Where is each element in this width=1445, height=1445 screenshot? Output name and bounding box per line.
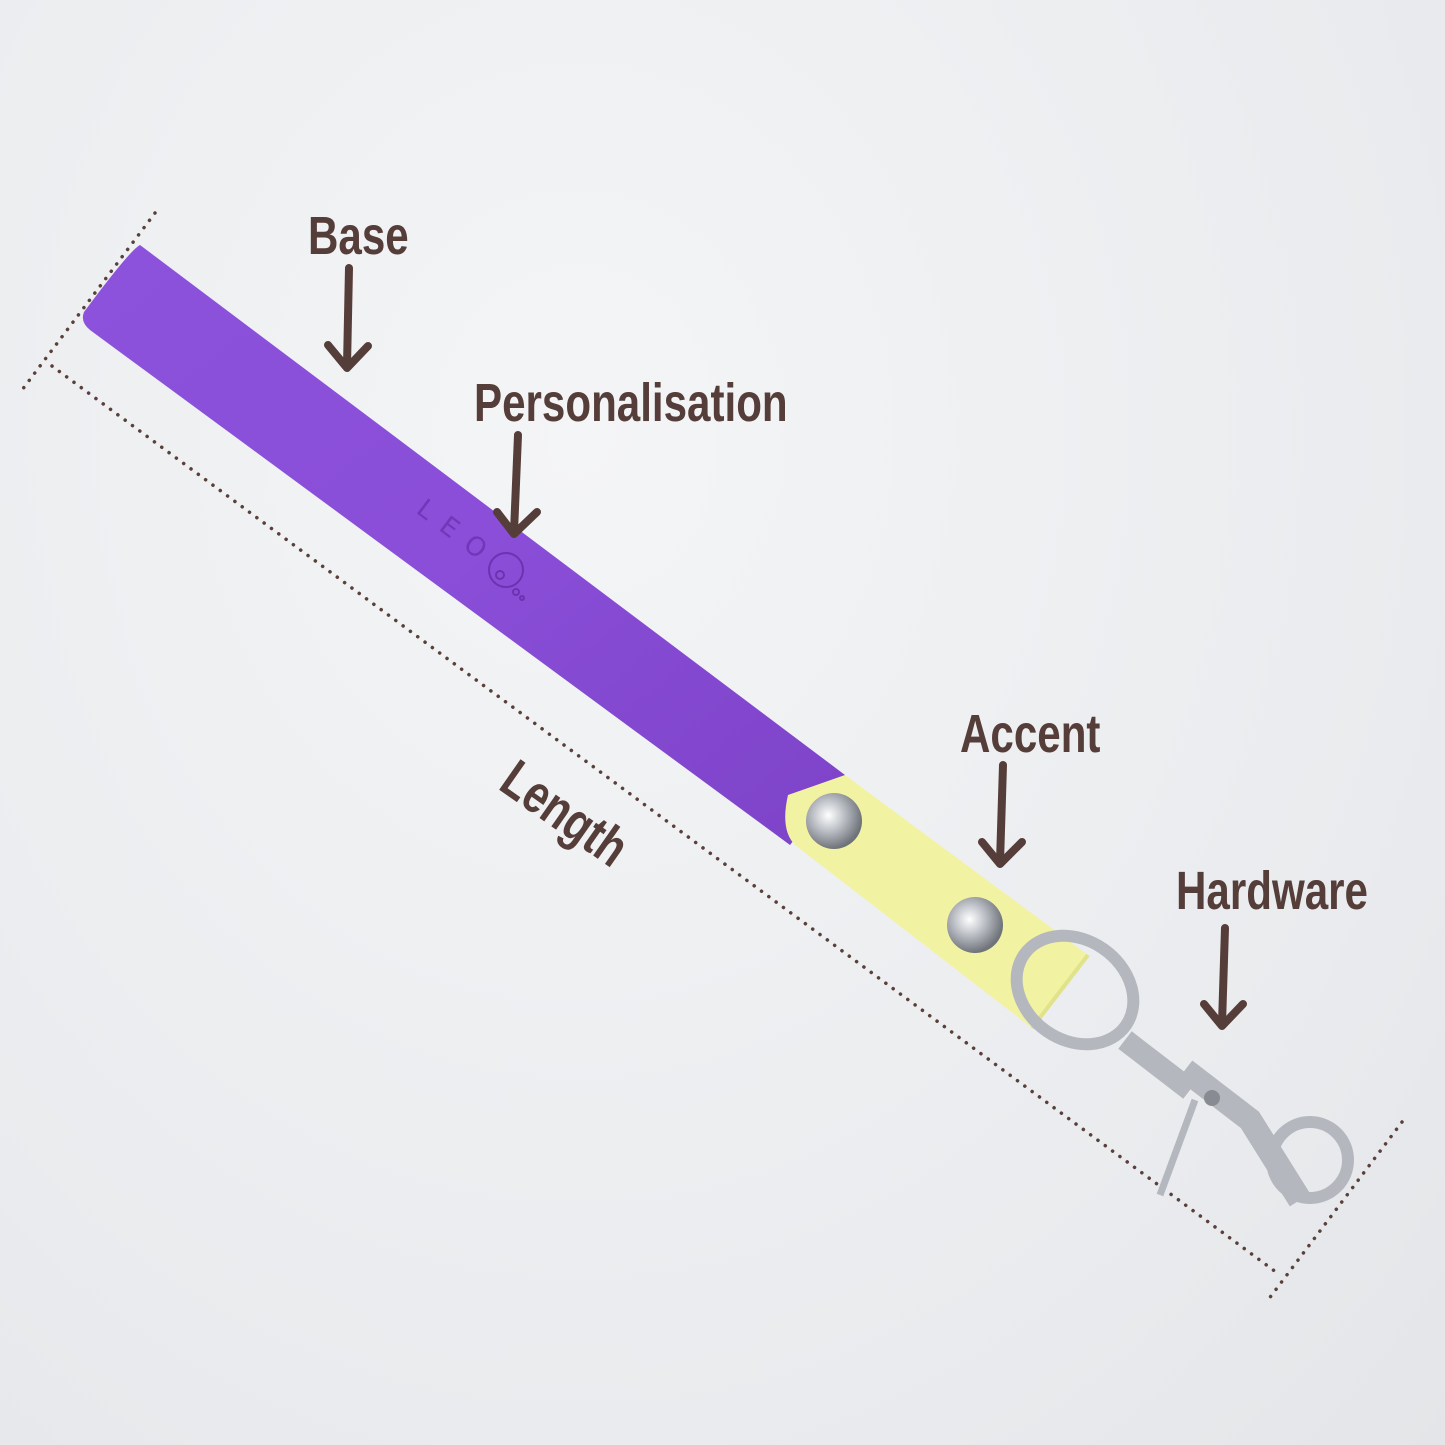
rivet-icon bbox=[947, 897, 1003, 953]
rivet-icon bbox=[806, 793, 862, 849]
bird-engraving-icon bbox=[488, 552, 525, 601]
clasp-pivot-icon bbox=[1204, 1090, 1220, 1106]
swivel-clasp-hardware bbox=[1010, 929, 1354, 1207]
dimension-line bbox=[50, 364, 1282, 1277]
hardware-label: Hardware bbox=[1176, 861, 1368, 921]
personalisation-label: Personalisation bbox=[474, 373, 788, 433]
length-dimension-lines bbox=[20, 211, 1404, 1302]
base-strap bbox=[82, 245, 846, 845]
base-arrow-icon bbox=[324, 264, 372, 372]
arrows bbox=[324, 264, 1247, 1030]
accent-label: Accent bbox=[960, 704, 1101, 764]
accent-arrow-icon bbox=[978, 761, 1026, 868]
hardware-arrow-icon bbox=[1200, 924, 1247, 1030]
dimension-end-tick bbox=[1266, 1120, 1404, 1302]
accent-strap-edge bbox=[1030, 953, 1090, 1030]
personalisation-arrow-icon bbox=[493, 431, 541, 538]
dimension-start-tick bbox=[20, 211, 157, 392]
base-label: Base bbox=[308, 206, 409, 266]
accent-strap bbox=[785, 775, 1088, 1028]
